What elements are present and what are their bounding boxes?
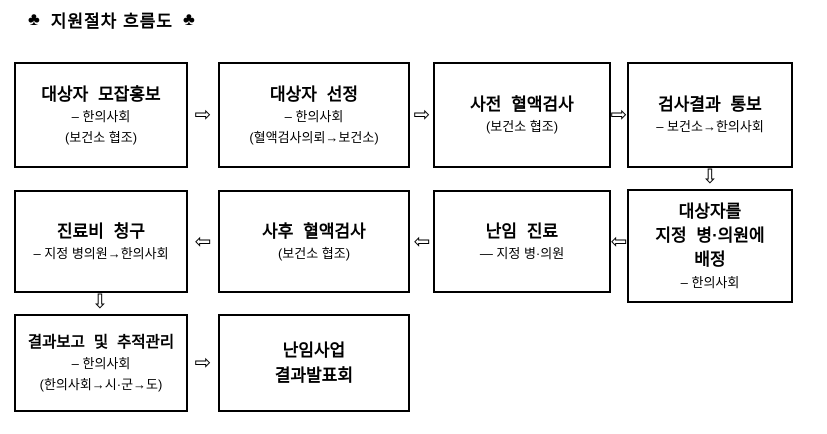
right-arrow-icon: ⇨ <box>194 104 212 126</box>
right-arrow-icon: ⇨ <box>610 104 628 126</box>
flow-box-result-notify: 검사결과 통보 – 보건소→한의사회 <box>627 62 793 168</box>
box-title: 검사결과 통보 <box>658 95 762 115</box>
left-arrow-icon: ⇦ <box>413 231 431 253</box>
box-subtitle: — 지정 병·의원 <box>479 245 565 261</box>
box-subtitle: – 보건소→한의사회 <box>656 119 764 135</box>
flow-box-infertility-treatment: 난임 진료 — 지정 병·의원 <box>433 190 611 293</box>
box-title: 난임사업 <box>282 341 346 361</box>
club-icon: ♣ <box>183 9 196 29</box>
box-title: 대상자 선정 <box>269 84 359 104</box>
flow-box-select: 대상자 선정 – 한의사회 (혈액검사의뢰→보건소) <box>218 62 410 168</box>
flow-box-post-blood-test: 사후 혈액검사 (보건소 협조) <box>218 190 410 293</box>
flow-box-fee-claim: 진료비 청구 – 지정 병의원→한의사회 <box>14 190 188 293</box>
diagram-title: ♣ 지원절차 흐름도 ♣ <box>28 7 196 32</box>
box-title: 진료비 청구 <box>56 221 146 241</box>
flow-box-result-presentation: 난임사업 결과발표회 <box>218 314 410 412</box>
box-subtitle: – 지정 병의원→한의사회 <box>33 245 169 261</box>
box-title: 지정 병·의원에 <box>655 226 765 246</box>
left-arrow-icon: ⇦ <box>610 231 628 253</box>
down-arrow-icon: ⇩ <box>701 166 719 188</box>
down-arrow-icon: ⇩ <box>91 291 109 313</box>
box-subtitle: – 한의사회 <box>284 109 344 125</box>
box-subtitle: – 한의사회 <box>680 274 740 290</box>
left-arrow-icon: ⇦ <box>194 231 212 253</box>
right-arrow-icon: ⇨ <box>194 352 212 374</box>
club-icon: ♣ <box>28 9 41 29</box>
flow-box-recruit: 대상자 모잡홍보 – 한의사회 (보건소 협조) <box>14 62 188 168</box>
box-title: 배정 <box>694 250 726 270</box>
right-arrow-icon: ⇨ <box>413 104 431 126</box>
box-title: 대상자를 <box>678 201 742 221</box>
box-note: (보건소 협조) <box>277 245 351 261</box>
box-title: 사후 혈액검사 <box>262 221 366 241</box>
box-title: 난임 진료 <box>485 221 559 241</box>
diagram-title-text: 지원절차 흐름도 <box>50 12 174 31</box>
box-note: (보건소 협조) <box>64 129 138 145</box>
flow-box-pre-blood-test: 사전 혈액검사 (보건소 협조) <box>433 62 611 168</box>
box-subtitle: – 한의사회 <box>71 109 131 125</box>
box-subtitle: – 한의사회 <box>71 356 131 372</box>
box-note: (한의사회→시·군→도) <box>39 376 163 392</box>
box-title: 결과보고 및 추적관리 <box>27 333 175 351</box>
box-note: (보건소 협조) <box>485 119 559 135</box>
box-note: (혈액검사의뢰→보건소) <box>249 129 379 145</box>
box-title: 대상자 모잡홍보 <box>41 84 161 104</box>
box-title: 사전 혈액검사 <box>470 95 574 115</box>
flow-box-report-tracking: 결과보고 및 추적관리 – 한의사회 (한의사회→시·군→도) <box>14 314 188 412</box>
box-title: 결과발표회 <box>274 365 354 385</box>
flow-box-assign-clinic: 대상자를 지정 병·의원에 배정 – 한의사회 <box>627 189 793 303</box>
